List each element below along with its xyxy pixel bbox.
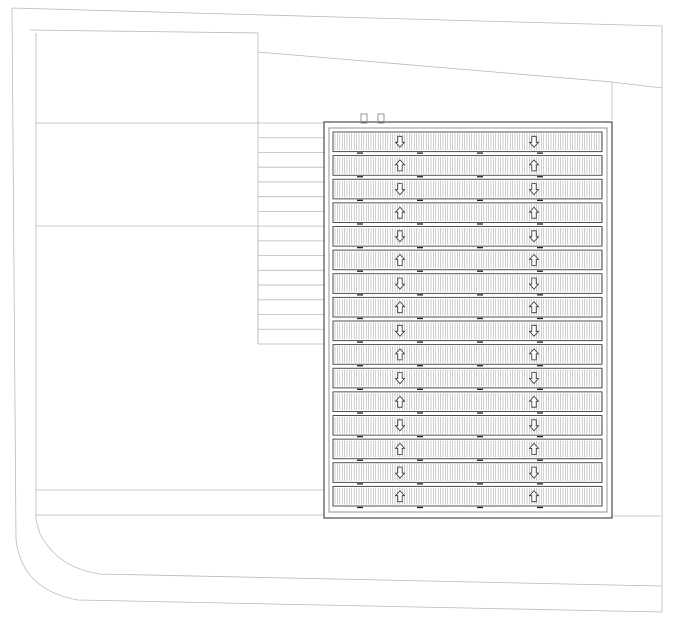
arrow-down-icon — [528, 466, 540, 479]
panel-ribs — [334, 393, 602, 410]
panel-ribs — [334, 298, 602, 316]
panel-row — [332, 273, 603, 296]
panel-ribs — [334, 228, 602, 245]
panel-ribs — [334, 417, 602, 434]
panel-row — [332, 344, 603, 367]
stair-steps — [257, 122, 324, 345]
panel-ribs — [334, 487, 602, 505]
panel-row — [332, 485, 603, 509]
arrow-up-icon — [394, 490, 406, 503]
arrow-up-icon — [528, 490, 540, 503]
panel-row — [332, 226, 603, 249]
arrow-up-icon — [528, 206, 540, 219]
arrow-up-icon — [394, 206, 406, 219]
panel-row — [332, 131, 603, 154]
arrow-down-icon — [394, 372, 406, 385]
panel-ribs — [334, 464, 602, 481]
arrow-down-icon — [394, 419, 406, 432]
arrow-up-icon — [528, 159, 540, 172]
arrow-down-icon — [528, 135, 540, 148]
arrow-up-icon — [528, 442, 540, 455]
arrow-up-icon — [394, 159, 406, 172]
panel-row — [332, 296, 603, 320]
panel-row — [332, 178, 603, 202]
arrow-down-icon — [394, 135, 406, 148]
arrow-up-icon — [394, 348, 406, 361]
arrow-down-icon — [394, 183, 406, 196]
arrow-down-icon — [394, 466, 406, 479]
arrow-up-icon — [528, 395, 540, 408]
panel-row — [332, 320, 603, 343]
panel-ribs — [334, 346, 602, 363]
panel-ribs — [334, 133, 602, 151]
panel-row — [332, 367, 603, 391]
roof-panels — [332, 131, 603, 509]
arrow-up-icon — [394, 395, 406, 408]
panel-ribs — [334, 251, 602, 269]
panel-row — [332, 438, 603, 461]
arrow-up-icon — [528, 348, 540, 361]
arrow-down-icon — [528, 230, 540, 243]
arrow-up-icon — [528, 253, 540, 266]
arrow-down-icon — [394, 277, 406, 290]
arrow-up-icon — [528, 301, 540, 314]
arrow-up-icon — [394, 253, 406, 266]
panel-ribs — [334, 440, 602, 458]
panel-row — [332, 155, 603, 178]
arrow-down-icon — [528, 372, 540, 385]
arrow-down-icon — [528, 277, 540, 290]
panel-row — [332, 462, 603, 485]
flow-arrows — [394, 135, 540, 503]
panel-row — [332, 202, 603, 225]
panel-row — [332, 415, 603, 438]
panel-ribs — [334, 204, 602, 221]
panel-ribs — [334, 157, 602, 174]
arrow-down-icon — [528, 419, 540, 432]
arrow-down-icon — [528, 324, 540, 337]
arrow-up-icon — [394, 301, 406, 314]
arrow-down-icon — [394, 324, 406, 337]
arrow-down-icon — [528, 183, 540, 196]
panel-ribs — [334, 322, 602, 340]
arrow-down-icon — [394, 230, 406, 243]
panel-ribs — [334, 369, 602, 387]
arrow-up-icon — [394, 442, 406, 455]
panel-row — [332, 249, 603, 272]
panel-ribs — [334, 180, 602, 198]
panel-row — [332, 391, 603, 414]
panel-ribs — [334, 275, 602, 292]
building-outline — [323, 113, 613, 519]
